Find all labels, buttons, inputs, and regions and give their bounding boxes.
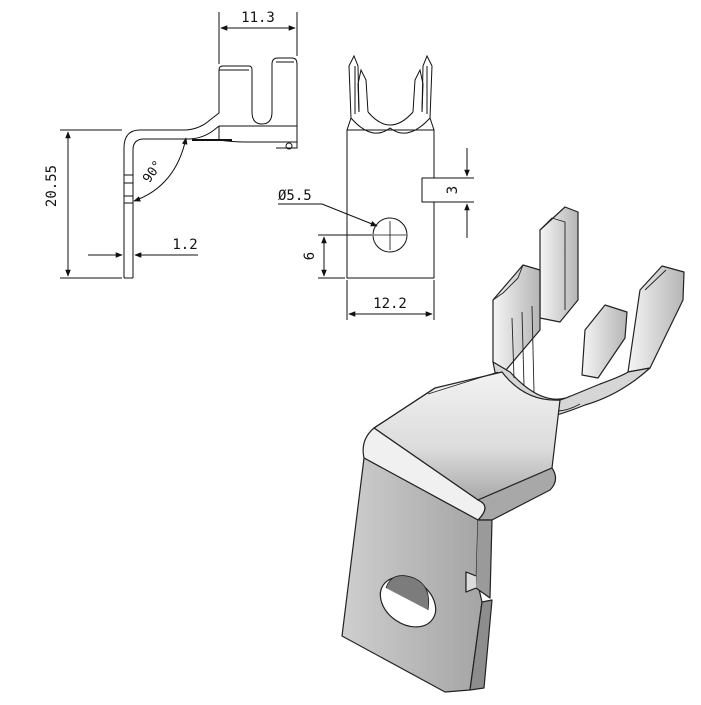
dim-height: 20.55 <box>44 165 60 207</box>
middle-tab <box>581 304 628 379</box>
dim-thickness: 1.2 <box>172 237 197 253</box>
dim-notch-width: 3 <box>445 186 461 194</box>
side-view <box>60 12 298 279</box>
dim-hole-offset: 6 <box>302 252 318 260</box>
dim-bend-angle: 90° <box>140 158 166 186</box>
isometric-render <box>341 206 685 693</box>
dim-hole-diameter: Ø5.5 <box>278 188 312 204</box>
front-view <box>278 54 474 320</box>
dim-top-width: 11.3 <box>241 10 275 26</box>
dim-plate-width: 12.2 <box>373 296 407 312</box>
right-tab <box>627 265 685 373</box>
